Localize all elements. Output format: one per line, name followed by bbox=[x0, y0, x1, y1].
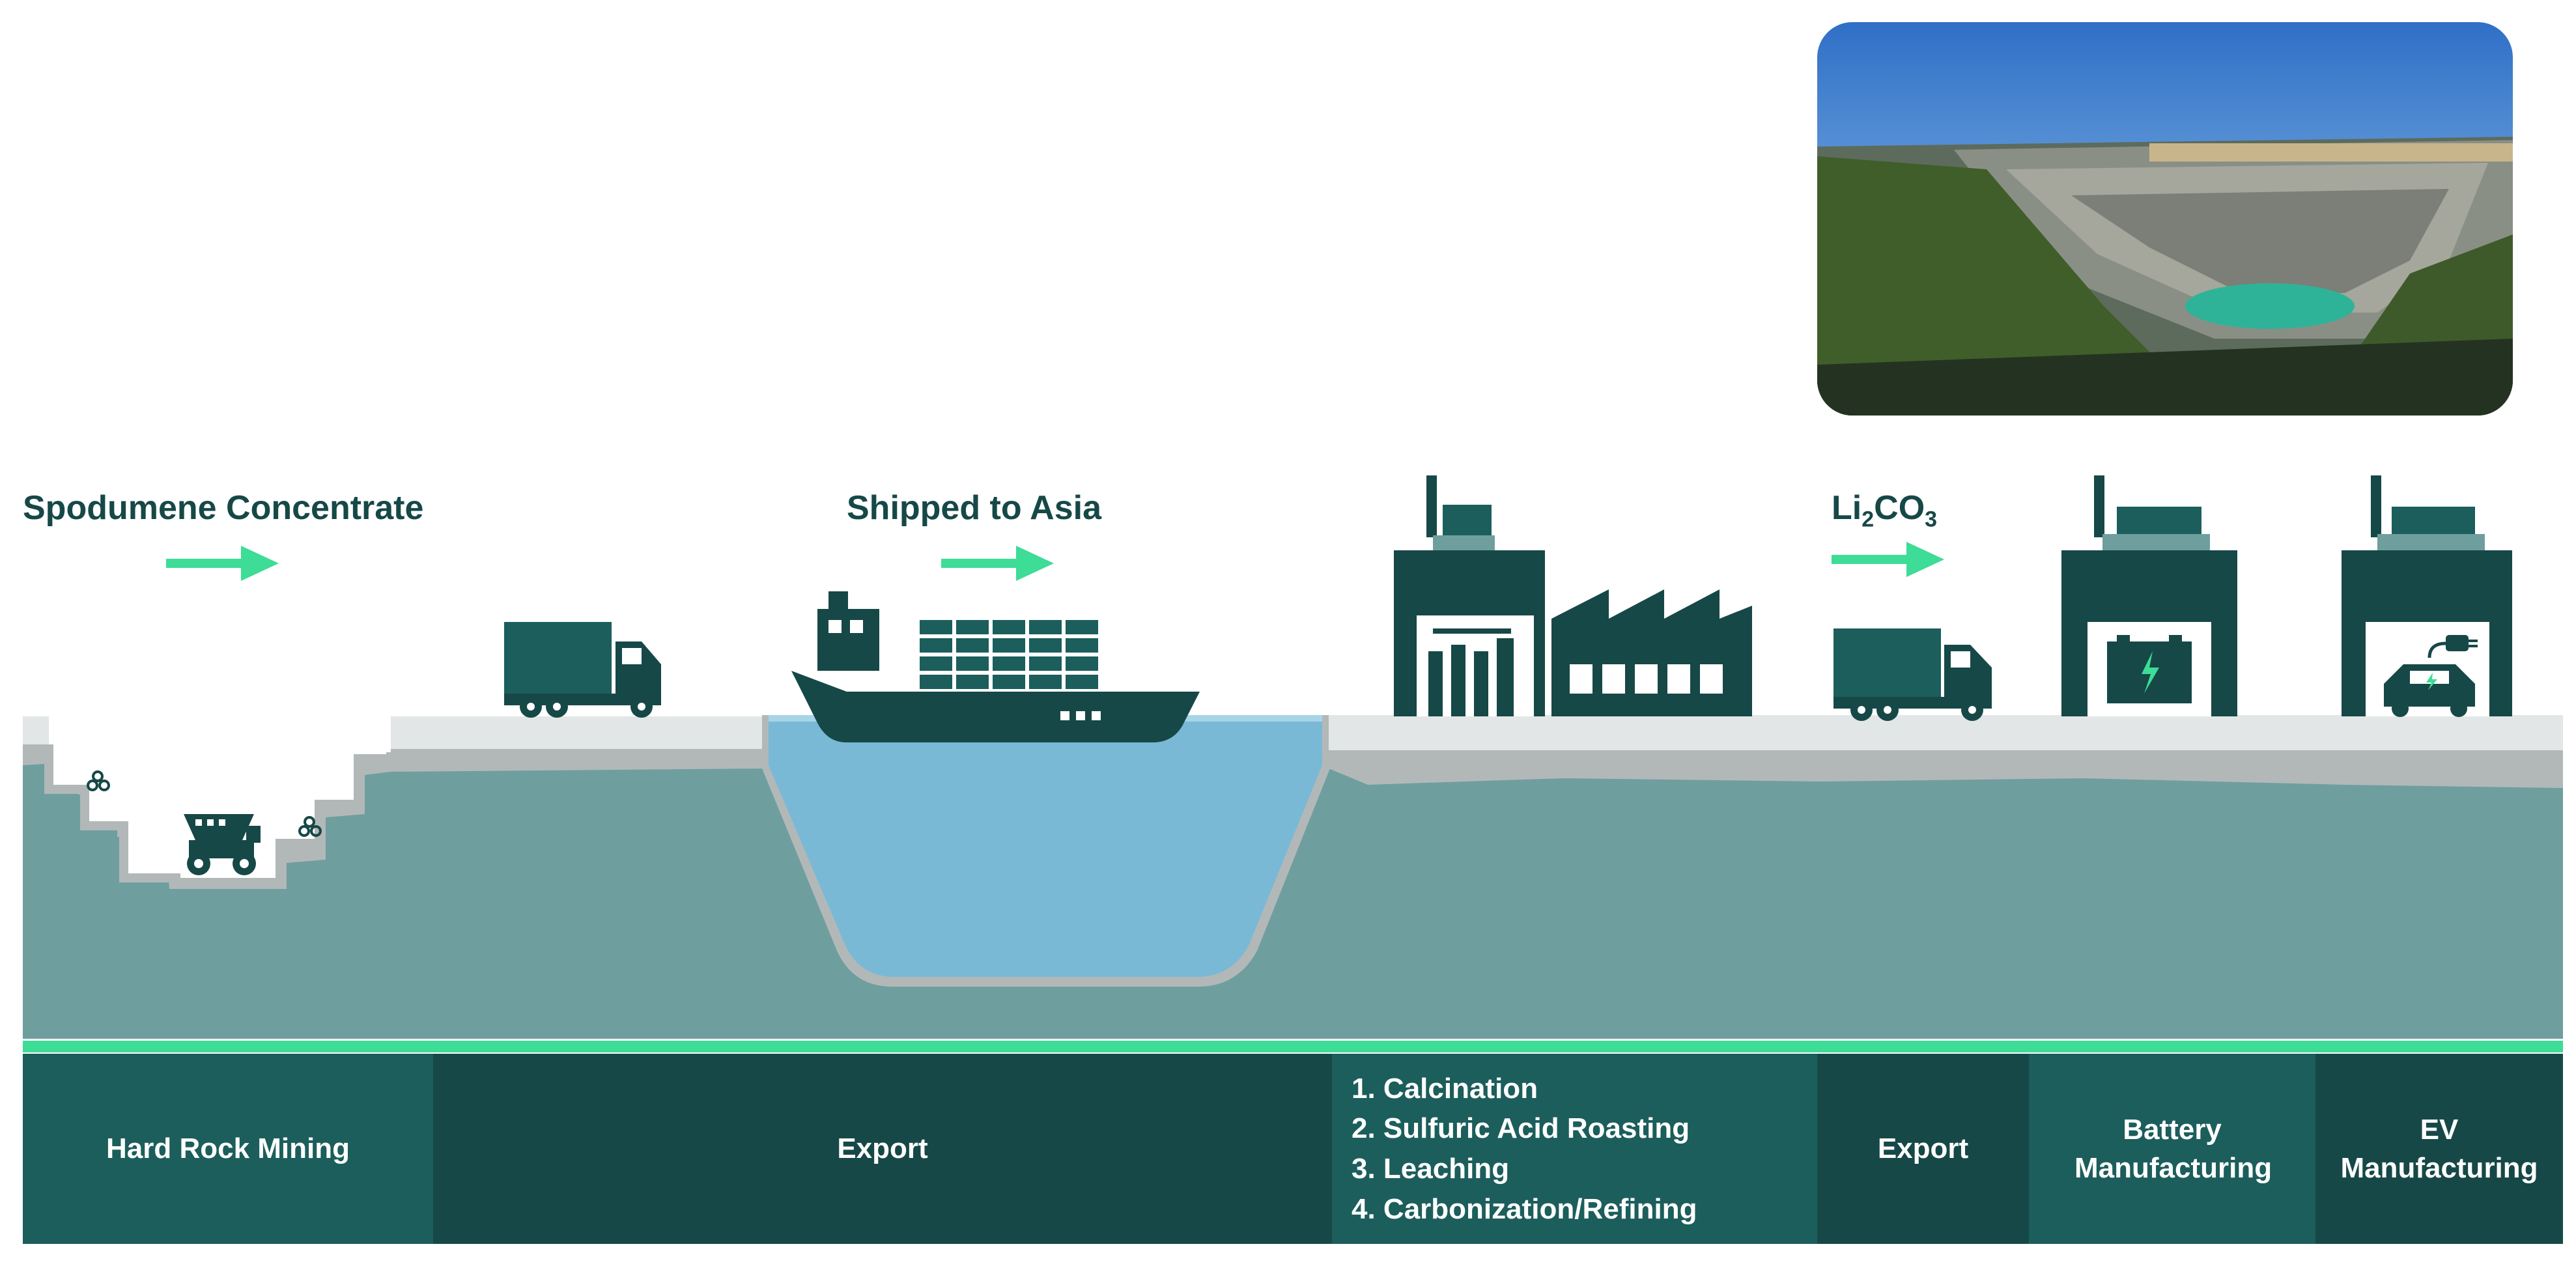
footer-label: Export bbox=[1877, 1133, 1969, 1165]
battery-plant-icon bbox=[2061, 475, 2237, 716]
step-item: 3. Leaching bbox=[1352, 1153, 1510, 1185]
haul-truck-icon bbox=[184, 814, 261, 875]
truck-icon-2 bbox=[1833, 628, 1992, 721]
water-basin bbox=[769, 715, 1322, 977]
open-pit-mine-photo bbox=[1817, 22, 2513, 416]
footer-export: Export bbox=[433, 1054, 1332, 1244]
step-item: 4. Carbonization/Refining bbox=[1352, 1192, 1697, 1225]
ground-surface-right-top bbox=[1329, 715, 2563, 750]
step-item: 1. Calcination bbox=[1352, 1072, 1538, 1105]
ground-surface-left bbox=[23, 716, 769, 889]
footer-ev: EV Manufacturing bbox=[2315, 1054, 2563, 1244]
refinery-plant-icon bbox=[1394, 475, 1545, 716]
footer-label: Hard Rock Mining bbox=[106, 1133, 350, 1165]
li2co3-label: Li2CO3 bbox=[1832, 489, 1938, 532]
spodumene-label: Spodumene Concentrate bbox=[23, 489, 424, 527]
footer-hard-rock-mining: Hard Rock Mining bbox=[23, 1054, 433, 1244]
shipped-label: Shipped to Asia bbox=[847, 489, 1101, 527]
ev-plant-icon bbox=[2342, 475, 2512, 717]
footer-label: EV Manufacturing bbox=[2340, 1113, 2538, 1184]
truck-icon bbox=[504, 622, 661, 718]
processing-steps-list: 1. Calcination 2. Sulfuric Acid Roasting… bbox=[1352, 1069, 1697, 1229]
ore-pile-icon bbox=[87, 770, 322, 837]
footer-label: Export bbox=[837, 1133, 928, 1165]
arrow-right-icon-2 bbox=[941, 546, 1054, 581]
open-pit bbox=[49, 716, 391, 879]
footer-battery: Battery Manufacturing bbox=[2029, 1054, 2315, 1244]
footer-label: Battery Manufacturing bbox=[2074, 1113, 2272, 1184]
arrow-right-icon-3 bbox=[1832, 542, 1944, 577]
footer-export-2: Export bbox=[1817, 1054, 2029, 1244]
pit-wall bbox=[23, 744, 395, 887]
arrow-right-icon bbox=[166, 546, 279, 581]
factory-icon bbox=[1551, 589, 1752, 716]
accent-divider bbox=[23, 1041, 2563, 1052]
footer-processing-steps: 1. Calcination 2. Sulfuric Acid Roasting… bbox=[1332, 1054, 1817, 1244]
container-ship-icon bbox=[791, 591, 1200, 742]
step-item: 2. Sulfuric Acid Roasting bbox=[1352, 1112, 1690, 1145]
